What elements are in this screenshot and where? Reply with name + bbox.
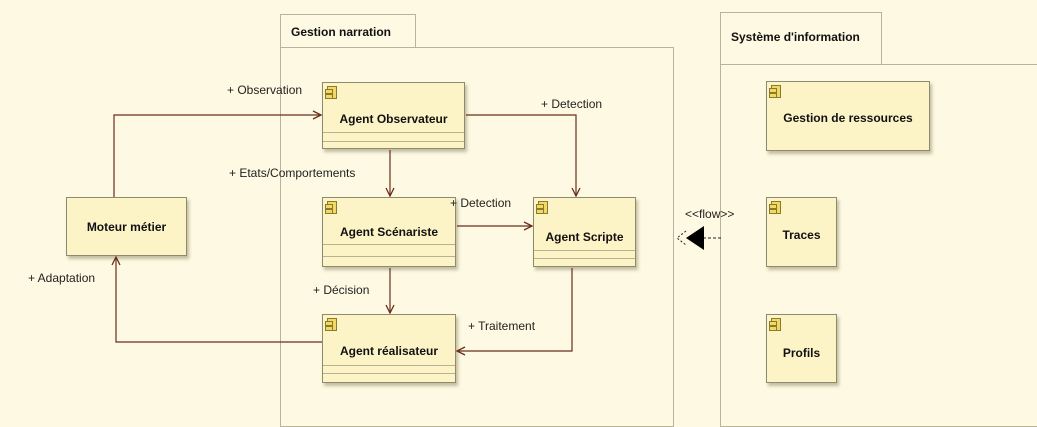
label-adaptation: + Adaptation: [28, 271, 96, 285]
label-detection-mid: + Detection: [450, 196, 512, 210]
component-label: Agent réalisateur: [339, 344, 439, 358]
component-label: Agent Scénariste: [339, 225, 439, 239]
separator: [323, 132, 464, 133]
component-gestion-ressources[interactable]: Gestion de ressources: [766, 81, 930, 151]
label-observation: + Observation: [227, 83, 303, 97]
component-traces[interactable]: Traces: [766, 197, 837, 267]
component-label: Agent Observateur: [339, 112, 448, 126]
component-agent-realisateur[interactable]: Agent réalisateur: [322, 314, 456, 383]
connector-observation[interactable]: [113, 115, 321, 197]
component-icon: [536, 201, 548, 214]
component-label: Agent Scripte: [545, 230, 624, 244]
component-label: Traces: [782, 228, 821, 242]
label-detection-top: + Detection: [541, 97, 603, 111]
component-agent-observateur[interactable]: Agent Observateur: [322, 82, 465, 149]
connector-detection-top[interactable]: [466, 114, 576, 196]
separator: [323, 244, 455, 245]
component-label: Profils: [782, 346, 821, 360]
component-icon: [325, 86, 337, 99]
component-agent-scenariste[interactable]: Agent Scénariste: [322, 197, 456, 267]
separator: [323, 141, 464, 142]
component-icon: [325, 318, 337, 331]
component-moteur-metier[interactable]: Moteur métier: [66, 197, 187, 256]
separator: [534, 250, 635, 251]
separator: [534, 258, 635, 259]
package-tab-systeme-information[interactable]: Système d'information: [720, 12, 882, 65]
label-traitement: + Traitement: [468, 319, 536, 333]
flow-connector[interactable]: [676, 226, 721, 250]
connector-adaptation[interactable]: [116, 257, 322, 343]
component-icon: [325, 201, 337, 214]
component-label: Gestion de ressources: [783, 111, 913, 125]
separator: [323, 256, 455, 257]
label-etats-comportements: + Etats/Comportements: [229, 166, 356, 180]
component-icon: [769, 318, 781, 331]
component-agent-scripte[interactable]: Agent Scripte: [533, 197, 636, 267]
connector-traitement[interactable]: [457, 268, 573, 351]
component-icon: [769, 201, 781, 214]
package-tab-gestion-narration[interactable]: Gestion narration: [280, 14, 416, 48]
separator: [323, 365, 455, 366]
component-label: Moteur métier: [86, 220, 167, 234]
component-profils[interactable]: Profils: [766, 314, 837, 383]
label-flow: <<flow>>: [685, 207, 735, 221]
label-decision: + Décision: [313, 283, 370, 297]
component-icon: [769, 85, 781, 98]
separator: [323, 373, 455, 374]
